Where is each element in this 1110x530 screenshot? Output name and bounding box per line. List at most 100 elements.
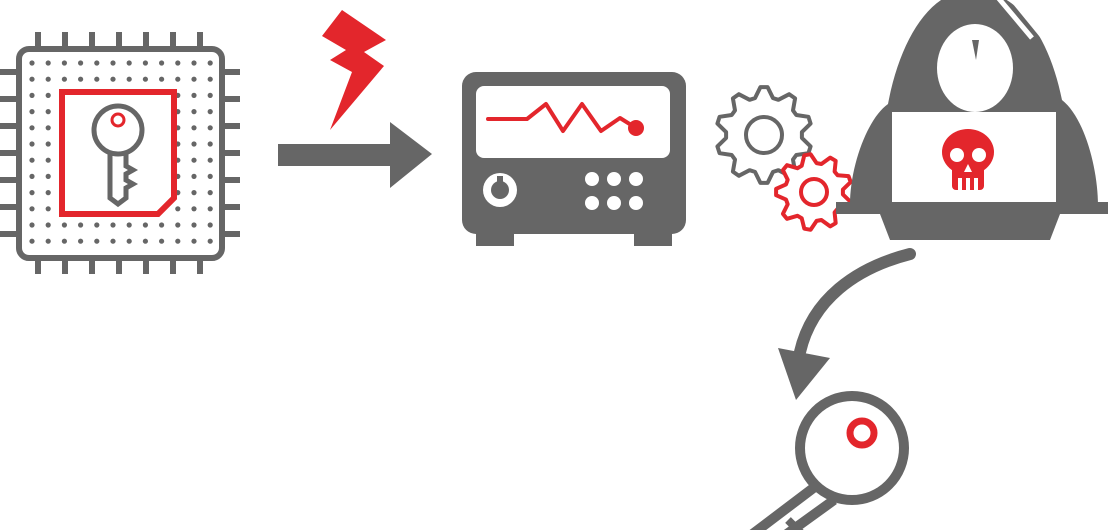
right-arrow-icon (278, 122, 432, 188)
chip-dot (126, 222, 132, 228)
chip-dot (94, 60, 100, 66)
hood-stripes (996, 0, 1058, 40)
red-gear-shape (774, 152, 853, 232)
chip-dot (45, 141, 51, 147)
chip-dot (175, 76, 181, 82)
chip-dot (29, 76, 35, 82)
chip-dot (61, 238, 67, 244)
chip-dot (45, 92, 51, 98)
chip-dot (78, 60, 84, 66)
chip-dot (94, 238, 100, 244)
chip-dot (175, 206, 181, 212)
chip-dot (78, 238, 84, 244)
chip-dot (29, 60, 35, 66)
chip-dot (45, 222, 51, 228)
chip-dot (207, 141, 213, 147)
chip-dot (45, 76, 51, 82)
chip-dot (159, 60, 165, 66)
chip-dot (45, 125, 51, 131)
curved-down-arrow-icon (778, 248, 916, 400)
chip-dot (110, 222, 116, 228)
gears-icon (715, 85, 853, 232)
chip-dot (61, 60, 67, 66)
chip-dot (207, 173, 213, 179)
chip-dot (207, 238, 213, 244)
chip-dot (207, 157, 213, 163)
chip-dot (142, 60, 148, 66)
red-gear-icon (774, 152, 853, 232)
chip-dot (207, 60, 213, 66)
hacker-face (937, 24, 1013, 112)
chip-dot (29, 238, 35, 244)
chip-dot (191, 190, 197, 196)
chip-dot (29, 125, 35, 131)
chip-dot (191, 173, 197, 179)
chip-dot (29, 109, 35, 115)
chip-dot (159, 222, 165, 228)
chip-dot (45, 60, 51, 66)
chip-dot (159, 238, 165, 244)
chip-dot (142, 76, 148, 82)
chip-dot (207, 222, 213, 228)
chip-dot (110, 76, 116, 82)
chip-dot (61, 76, 67, 82)
chip-dot (142, 238, 148, 244)
chip-dot (207, 206, 213, 212)
chip-dot (45, 109, 51, 115)
chip-dot (29, 141, 35, 147)
chip-dot (78, 76, 84, 82)
chip-key-frame (59, 89, 177, 217)
chip-dot (207, 190, 213, 196)
chip-dot (191, 206, 197, 212)
chip-dot (126, 238, 132, 244)
chip-dot (29, 190, 35, 196)
chip-dot (191, 60, 197, 66)
chip-dot (207, 125, 213, 131)
chip-dot (78, 222, 84, 228)
chip-dot (191, 157, 197, 163)
chip-dot (45, 206, 51, 212)
oscilloscope-screen (476, 86, 670, 158)
microchip-with-key-icon (0, 32, 240, 274)
chip-dot (142, 222, 148, 228)
chip-dot (45, 238, 51, 244)
chip-key-icon (91, 103, 145, 208)
chip-dot (29, 157, 35, 163)
chip-dot (175, 60, 181, 66)
extracted-key-icon (749, 391, 909, 530)
chip-dot (29, 92, 35, 98)
oscilloscope-foot-left (476, 230, 514, 246)
laptop-base (836, 202, 1108, 214)
chip-dot (126, 60, 132, 66)
chip-dot (175, 238, 181, 244)
chip-dot (191, 141, 197, 147)
chip-dot (45, 157, 51, 163)
chip-dot (207, 92, 213, 98)
chip-dot (191, 125, 197, 131)
skull-icon (942, 129, 994, 190)
chip-dot (45, 190, 51, 196)
chip-dot (45, 173, 51, 179)
chip-dot (175, 222, 181, 228)
key-hole (846, 417, 878, 449)
chip-dot (61, 222, 67, 228)
chip-dot (191, 222, 197, 228)
hacker-face-mark (972, 40, 979, 60)
chip-dot (126, 76, 132, 82)
chip-dot (29, 206, 35, 212)
chip-dot (191, 92, 197, 98)
chip-dot (94, 222, 100, 228)
chip-dot (207, 76, 213, 82)
chip-dot (110, 60, 116, 66)
oscilloscope-foot-right (634, 230, 672, 246)
waveform-end-dot (628, 120, 644, 136)
oscilloscope-dial (483, 173, 517, 207)
oscilloscope-icon (462, 72, 686, 246)
chip-dot (29, 173, 35, 179)
chip-dot (159, 76, 165, 82)
oscilloscope-waveform (486, 102, 638, 133)
chip-dot (191, 76, 197, 82)
chip-dot (29, 222, 35, 228)
chip-dot (110, 238, 116, 244)
